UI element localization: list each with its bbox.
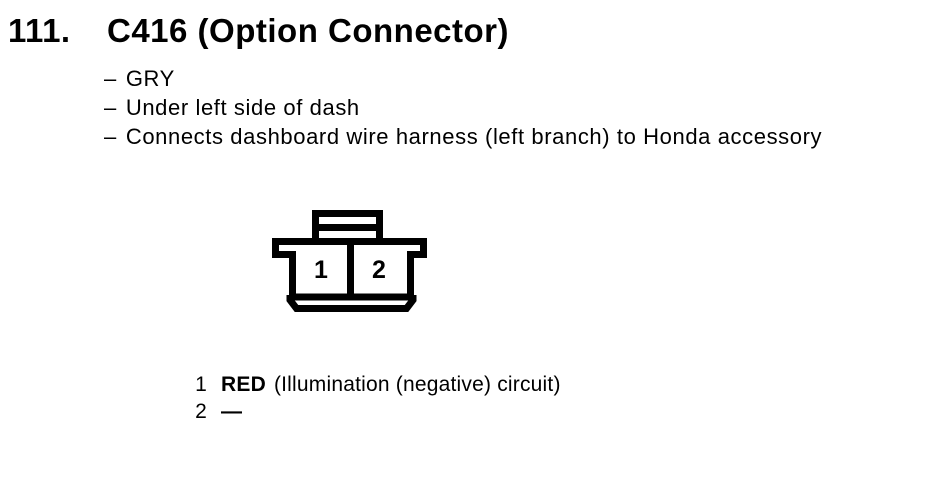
note-text: GRY (125, 66, 175, 91)
cavity-2-label: 2 (372, 256, 386, 284)
pin-row: 2— (185, 398, 561, 425)
section-title: C416 (Option Connector) (107, 12, 510, 49)
note-line: –Connects dashboard wire harness (left b… (104, 122, 822, 151)
pin-wire-color: — (221, 400, 243, 423)
dash-marker: – (104, 66, 117, 91)
body-right-flange-wall (407, 241, 427, 300)
pin-number: 2 (195, 400, 207, 423)
pin-wire-color: RED (221, 373, 266, 396)
pin-description: (Illumination (negative) circuit) (273, 373, 561, 396)
note-text: Connects dashboard wire harness (left br… (125, 124, 823, 149)
section-heading: 111. C416 (Option Connector) (8, 12, 509, 50)
section-number: 111. (8, 12, 71, 49)
body-bottom-lip (286, 295, 417, 312)
note-line: –Under left side of dash (104, 93, 822, 122)
body-left-flange-wall (272, 241, 296, 300)
note-text: Under left side of dash (125, 95, 360, 120)
dash-marker: – (104, 124, 117, 149)
dash-marker: – (104, 95, 117, 120)
cavity-1-label: 1 (314, 256, 328, 284)
pin-row: 1 RED (Illumination (negative) circuit) (185, 371, 561, 398)
connector-notes: –GRY –Under left side of dash –Connects … (104, 64, 822, 151)
connector-diagram: 1 2 (260, 200, 440, 322)
note-line: –GRY (104, 64, 822, 93)
pin-number: 1 (195, 373, 207, 396)
